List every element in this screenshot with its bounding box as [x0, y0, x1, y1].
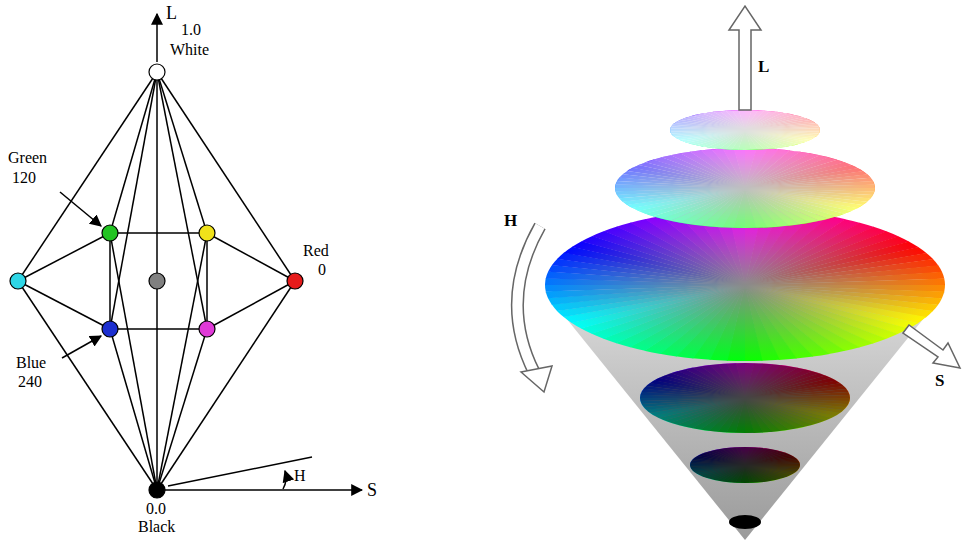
disc-center-shade: [615, 148, 875, 228]
hexcone-diagram: [10, 14, 362, 498]
disc-lightness-shade: [615, 148, 875, 228]
axis-label: L: [166, 4, 177, 22]
color-label: Red: [303, 243, 329, 259]
value-label: 1.0: [181, 22, 201, 38]
color-label: White: [170, 42, 209, 58]
hexagon-lines: [18, 233, 295, 329]
color-label: Green: [8, 150, 47, 166]
hue-arc-arrow: [283, 471, 286, 489]
hue-disc: [615, 148, 875, 228]
value-label: 240: [18, 374, 42, 390]
value-label: 0: [318, 262, 326, 278]
disc-lightness-shade: [670, 110, 820, 150]
axis-label: H: [504, 212, 517, 229]
pointer-arrow: [62, 336, 101, 358]
s-axis: [165, 489, 362, 491]
hue-disc: [690, 447, 800, 483]
l-axis: [156, 14, 158, 62]
hue-disc: [545, 209, 945, 361]
axis-label: H: [294, 468, 306, 484]
s-hollow-arrow: [903, 325, 960, 368]
disc-center-shade: [640, 363, 850, 433]
hsl-discs: [545, 110, 945, 540]
disc-center-shade: [670, 110, 820, 150]
hue-line: [168, 457, 312, 486]
color-label: Black: [138, 519, 175, 535]
black-apex: [729, 515, 761, 529]
h-hollow-arrow: [517, 226, 552, 392]
disc-lightness-shade: [690, 447, 800, 483]
value-label: 120: [12, 170, 36, 186]
pointer-arrow: [60, 192, 101, 226]
cone-lines: [18, 72, 295, 490]
disc-center-shade: [545, 209, 945, 361]
color-dots: [10, 64, 303, 498]
hue-disc: [640, 363, 850, 433]
value-label: 0.0: [146, 501, 166, 517]
color-label: Blue: [16, 355, 46, 371]
axis-label: L: [758, 58, 769, 75]
disc-lightness-shade: [640, 363, 850, 433]
l-hollow-arrow: [729, 6, 761, 110]
disc-center-shade: [690, 447, 800, 483]
axis-label: S: [935, 372, 944, 389]
axis-label: S: [367, 481, 377, 499]
hue-disc: [670, 110, 820, 150]
